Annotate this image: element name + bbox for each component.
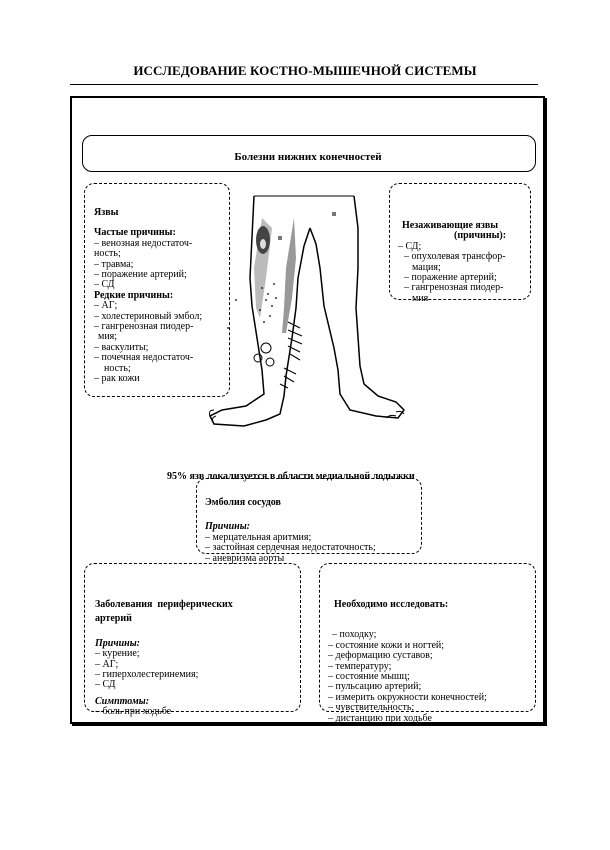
peripheral-heading: Заболевания периферических <box>95 599 233 610</box>
list-item: – аневризма аорты <box>205 552 285 564</box>
examine-heading: Необходимо исследовать: <box>334 599 449 610</box>
examine-box <box>319 563 536 712</box>
non-healing-ulcers-box <box>389 183 531 300</box>
ulcers-rare-heading: Редкие причины: <box>94 289 174 301</box>
ulcers-text: Язвы Частые причины: – венозная недостат… <box>94 207 228 385</box>
list-item: мия <box>412 292 429 304</box>
list-item: – АГ; <box>94 300 118 312</box>
list-item: – рак кожи <box>94 373 140 385</box>
examine-text: Необходимо исследовать: – походку; – сос… <box>328 599 534 724</box>
list-item: – курение; <box>95 648 140 660</box>
embolism-box <box>196 478 422 554</box>
list-item: – травма; <box>94 258 134 270</box>
peripheral-arteries-box <box>84 563 301 712</box>
list-item: – СД <box>95 679 116 691</box>
list-item: ность; <box>104 362 131 374</box>
list-item: – холестериновый эмбол; <box>94 310 203 322</box>
embolism-causes-heading: Причины: <box>205 521 250 533</box>
list-item: – состояние кожи и ногтей; <box>328 639 445 651</box>
list-item: мия; <box>98 331 118 343</box>
legs-illustration <box>208 195 405 427</box>
list-item: – температуру; <box>328 660 392 672</box>
list-item: – гангренозная пиодер- <box>94 321 194 333</box>
non-healing-heading-2: (причины): <box>454 230 507 242</box>
list-item: – походку; <box>332 629 377 641</box>
list-item: – мерцательная аритмия; <box>205 531 312 543</box>
list-item: – измерить окружности конечностей; <box>328 691 487 703</box>
list-item: – дистанцию при ходьбе <box>328 712 432 724</box>
list-item: – СД; <box>398 240 422 252</box>
list-item: – венозная недостаточ- <box>94 237 193 249</box>
ulcers-box <box>84 183 230 397</box>
list-item: – застойная сердечная недостаточность; <box>205 542 376 554</box>
non-healing-heading: Незаживающие язвы <box>402 220 499 231</box>
list-item: – пульсацию артерий; <box>328 681 422 693</box>
list-item: – васкулиты; <box>94 341 149 353</box>
peripheral-heading-2: артерий <box>95 613 132 625</box>
non-healing-text: Незаживающие язвы (причины): – СД; – опу… <box>398 220 530 304</box>
list-item: – почечная недостаточ- <box>94 352 194 364</box>
list-item: ность; <box>94 248 121 260</box>
list-item: – опухолевая трансфор- <box>404 251 506 263</box>
list-item: – гангренозная пиодер- <box>404 282 504 294</box>
page-header-title: ИССЛЕДОВАНИЕ КОСТНО-МЫШЕЧНОЙ СИСТЕМЫ <box>133 63 477 78</box>
embolism-heading: Эмболия сосудов <box>205 497 281 508</box>
ulcers-frequent-heading: Частые причины: <box>94 227 176 239</box>
ankle-note: 95% язв локализуется в области медиально… <box>167 471 415 482</box>
list-item: – гиперхолестеринемия; <box>95 669 199 681</box>
list-item: – деформацию суставов; <box>328 650 433 662</box>
list-item: – состояние мышц; <box>328 671 410 683</box>
content-frame <box>70 96 545 724</box>
list-item: – СД <box>94 279 115 291</box>
list-item: – поражение артерий; <box>94 269 187 281</box>
peripheral-causes-heading: Причины: <box>95 637 140 649</box>
embolism-text: Эмболия сосудов Причины: – мерцательная … <box>205 497 421 564</box>
header-rule <box>70 84 538 85</box>
list-item: – поражение артерий; <box>404 272 497 284</box>
peripheral-symptoms-heading: Симптомы: <box>95 695 150 707</box>
section-title-box <box>82 135 536 172</box>
ulcers-heading: Язвы <box>94 207 119 218</box>
list-item: – чувствительность; <box>328 702 415 714</box>
peripheral-text: Заболевания периферических артерий Причи… <box>95 599 299 718</box>
section-title: Болезни нижних конечностей <box>234 151 382 163</box>
list-item: – боль при ходьбе <box>95 706 172 718</box>
list-item: мация; <box>412 261 441 273</box>
list-item: – АГ; <box>95 658 119 670</box>
